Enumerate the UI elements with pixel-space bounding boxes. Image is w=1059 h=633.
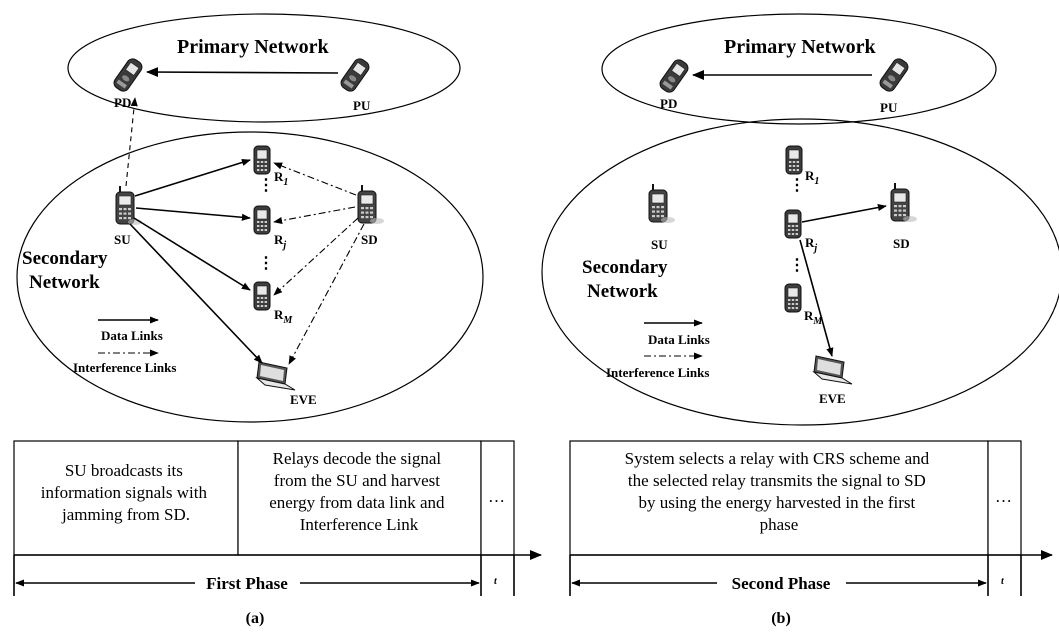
secondary-network-label-2: Network bbox=[29, 272, 100, 293]
phase-box-1 bbox=[13, 440, 239, 556]
ellipsis-a: … bbox=[488, 487, 505, 506]
sd-label-b: SD bbox=[893, 236, 910, 251]
rm-label-b: RM bbox=[804, 308, 823, 327]
relay-dots-2-b: ⋮ bbox=[789, 257, 805, 274]
r1-phone-icon bbox=[253, 145, 271, 175]
su-to-eve-data-link bbox=[129, 223, 263, 364]
panel-a: Primary Network PD PU SU R1 ⋮ Rj ⋮ RM SD… bbox=[13, 13, 542, 627]
rj-phone-icon-b bbox=[784, 209, 802, 239]
rj-label: Rj bbox=[274, 232, 286, 251]
secondary-network-label-1-b: Secondary bbox=[582, 257, 668, 278]
eve-label-b: EVE bbox=[819, 391, 846, 406]
relay-dots-2: ⋮ bbox=[258, 255, 274, 272]
relay-dots-1: ⋮ bbox=[258, 177, 274, 194]
time-label-b: t bbox=[1001, 576, 1005, 587]
primary-network-label: Primary Network bbox=[177, 36, 329, 58]
rm-phone-icon-b bbox=[784, 283, 802, 313]
phase-box-ellipsis bbox=[480, 440, 515, 556]
eve-label: EVE bbox=[290, 392, 317, 407]
legend-data-label-b: Data Links bbox=[648, 332, 710, 347]
time-label-a: t bbox=[494, 576, 498, 587]
legend-interference-label: Interference Links bbox=[73, 360, 176, 375]
rj-to-sd-data-link bbox=[801, 203, 887, 223]
su-to-rm-data-link bbox=[133, 217, 251, 291]
primary-network-ellipse-b bbox=[601, 13, 997, 125]
su-to-pd-interference bbox=[125, 97, 138, 187]
pu-phone-icon bbox=[338, 55, 372, 95]
sd-to-rj-interference bbox=[273, 206, 356, 225]
rj-label-b: Rj bbox=[805, 235, 817, 254]
panel-b: Primary Network PD PU SU R1 ⋮ Rj ⋮ RM SD… bbox=[541, 13, 1059, 627]
r1-label: R1 bbox=[274, 169, 288, 188]
second-phase-label: Second Phase bbox=[732, 574, 831, 593]
pd-phone-icon bbox=[111, 55, 145, 95]
su-label: SU bbox=[114, 232, 131, 247]
legend-interference-label-b: Interference Links bbox=[606, 365, 709, 380]
pu-phone-icon-b bbox=[877, 55, 911, 95]
pu-label-b: PU bbox=[880, 100, 898, 115]
sd-phone-icon-b bbox=[890, 182, 918, 223]
phase-box-1-text: SU broadcasts its information signals wi… bbox=[41, 461, 211, 524]
phase-box-2-text: Relays decode the signal from the SU and… bbox=[269, 449, 449, 534]
ellipsis-b: … bbox=[995, 487, 1012, 506]
caption-b: (b) bbox=[771, 610, 791, 627]
secondary-network-ellipse bbox=[16, 131, 484, 423]
pu-to-pd-link bbox=[146, 67, 339, 78]
su-phone-icon-b bbox=[648, 183, 676, 224]
phase-box-b-text: System selects a relay with CRS scheme a… bbox=[625, 449, 934, 534]
rj-to-eve-data-link bbox=[799, 239, 834, 357]
pd-phone-icon-b bbox=[657, 56, 691, 96]
pu-label: PU bbox=[353, 98, 371, 113]
r1-phone-icon-b bbox=[785, 145, 803, 175]
phase-box-b bbox=[569, 440, 989, 556]
secondary-network-ellipse-b bbox=[541, 118, 1059, 426]
rj-phone-icon bbox=[253, 205, 271, 235]
first-phase-label: First Phase bbox=[206, 574, 288, 593]
su-label-b: SU bbox=[651, 237, 668, 252]
su-phone-icon bbox=[115, 185, 143, 226]
sd-to-rm-interference bbox=[273, 217, 359, 296]
pd-label: PD bbox=[114, 95, 131, 110]
su-to-rj-data-link bbox=[135, 207, 251, 221]
primary-network-label-b: Primary Network bbox=[724, 36, 876, 58]
rm-label: RM bbox=[274, 307, 293, 326]
primary-network-ellipse bbox=[67, 13, 461, 123]
phase-box-2 bbox=[237, 440, 482, 556]
relay-dots-1-b: ⋮ bbox=[789, 177, 805, 194]
secondary-network-label-2-b: Network bbox=[587, 281, 658, 302]
rm-phone-icon bbox=[253, 281, 271, 311]
eve-laptop-icon bbox=[256, 361, 296, 391]
pd-label-b: PD bbox=[660, 96, 677, 111]
sd-label: SD bbox=[361, 232, 378, 247]
sd-phone-icon bbox=[357, 184, 385, 225]
caption-a: (a) bbox=[246, 610, 265, 627]
eve-laptop-icon-b bbox=[813, 355, 853, 385]
r1-label-b: R1 bbox=[805, 168, 819, 187]
phase-box-ellipsis-b bbox=[987, 440, 1022, 556]
secondary-network-label-1: Secondary bbox=[22, 248, 108, 269]
legend-data-label: Data Links bbox=[101, 328, 163, 343]
sd-to-eve-interference bbox=[288, 223, 365, 365]
su-to-r1-data-link bbox=[134, 158, 251, 197]
